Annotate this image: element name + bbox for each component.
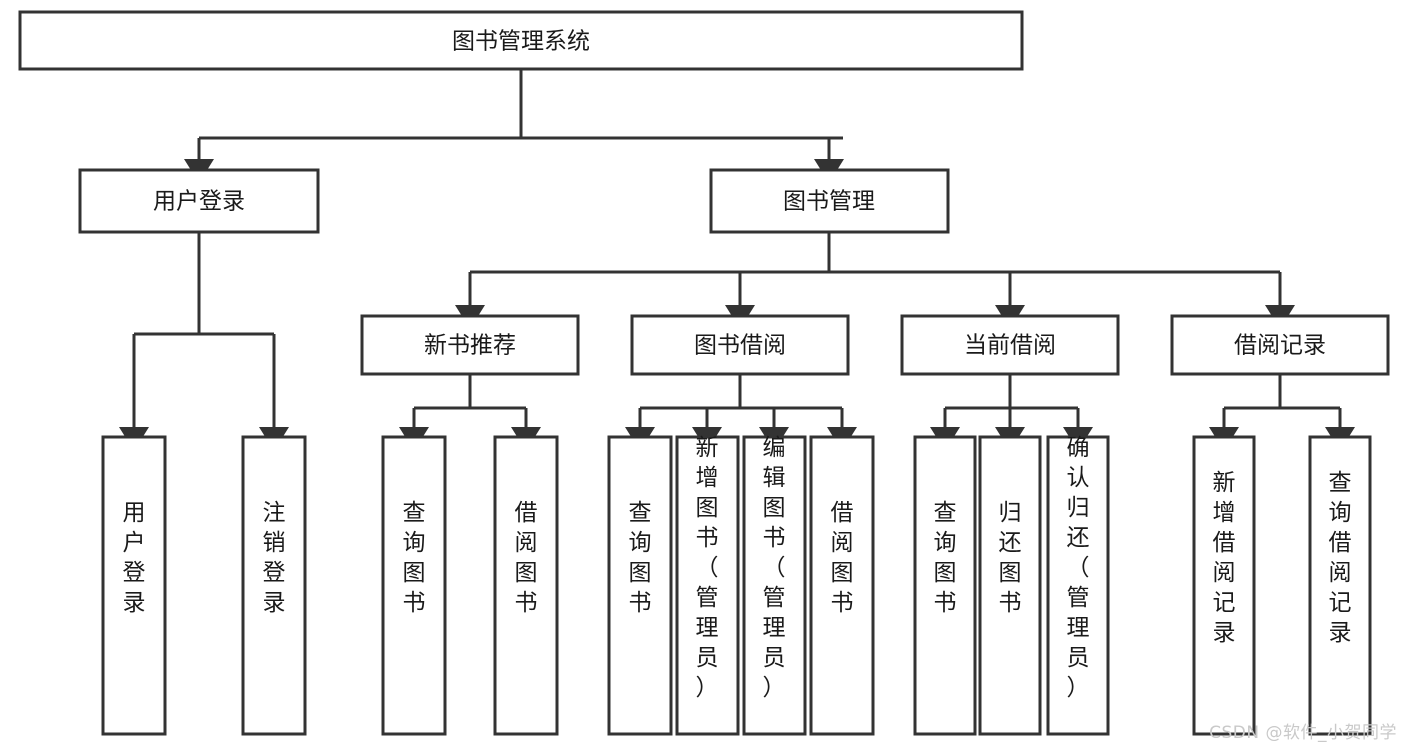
leaf-query-book-new-box <box>381 435 447 736</box>
leaf-query-record-label: 查询借阅记录 <box>1329 470 1352 646</box>
edges-current-borrow-to-leaves <box>930 374 1093 451</box>
leaf-user-login-box <box>101 435 167 736</box>
leaf-edit-book-label: 编辑图书（管理员） <box>763 435 786 701</box>
leaf-return-book-box <box>978 435 1042 736</box>
node-root-label: 图书管理系统 <box>452 29 590 55</box>
leaf-query-book-borrow-label: 查询图书 <box>629 500 652 616</box>
leaf-borrow-book-borrow-box <box>809 435 875 736</box>
node-book-borrow-label: 图书借阅 <box>694 333 786 359</box>
leaf-confirm-return-label: 确认归还（管理员） <box>1067 435 1090 701</box>
node-book-borrow[interactable]: 图书借阅 <box>630 314 850 376</box>
node-book-manage-label: 图书管理 <box>783 189 875 215</box>
leaf-confirm-return[interactable]: 确认归还（管理员） <box>1046 435 1110 736</box>
leaf-query-record[interactable]: 查询借阅记录 <box>1308 435 1372 736</box>
node-new-book-recommend-box <box>360 314 580 376</box>
leaf-return-book-label: 归还图书 <box>999 500 1022 616</box>
leaf-logout-label: 注销登录 <box>263 500 286 616</box>
leaf-query-record-box <box>1308 435 1372 736</box>
leaf-logout[interactable]: 注销登录 <box>241 435 307 736</box>
node-root-box <box>18 10 1024 71</box>
leaf-user-login-label: 用户登录 <box>123 500 146 616</box>
edges-borrow-record-to-leaves <box>1209 374 1355 451</box>
leaf-borrow-book-new-box <box>493 435 559 736</box>
node-user-login-label: 用户登录 <box>153 189 245 215</box>
leaf-edit-book-box <box>742 435 807 736</box>
leaf-query-book-borrow[interactable]: 查询图书 <box>607 435 673 736</box>
node-user-login-box <box>78 168 320 234</box>
leaf-add-record-label: 新增借阅记录 <box>1213 470 1236 646</box>
edges-user-login-to-leaves <box>119 232 289 451</box>
leaf-query-book-current-label: 查询图书 <box>934 500 957 616</box>
edges-root-to-level1 <box>184 69 844 183</box>
leaf-logout-box <box>241 435 307 736</box>
node-borrow-record-box <box>1170 314 1390 376</box>
csdn-watermark: CSDN @软件_小贺同学 <box>1209 723 1397 743</box>
leaf-borrow-book-borrow-label: 借阅图书 <box>831 500 854 616</box>
node-user-login[interactable]: 用户登录 <box>78 168 320 234</box>
node-new-book-recommend[interactable]: 新书推荐 <box>360 314 580 376</box>
leaf-add-record[interactable]: 新增借阅记录 <box>1192 435 1256 736</box>
leaf-add-book[interactable]: 新增图书（管理员） <box>675 435 740 736</box>
node-book-manage-box <box>709 168 950 234</box>
node-book-manage[interactable]: 图书管理 <box>709 168 950 234</box>
node-borrow-record[interactable]: 借阅记录 <box>1170 314 1390 376</box>
leaf-borrow-book-new-label: 借阅图书 <box>515 500 538 616</box>
leaf-query-book-new[interactable]: 查询图书 <box>381 435 447 736</box>
leaf-borrow-book-borrow[interactable]: 借阅图书 <box>809 435 875 736</box>
leaf-borrow-book-new[interactable]: 借阅图书 <box>493 435 559 736</box>
leaf-add-book-label: 新增图书（管理员） <box>696 435 719 701</box>
leaf-query-book-borrow-box <box>607 435 673 736</box>
node-borrow-record-label: 借阅记录 <box>1234 333 1326 359</box>
edges-new-book-to-leaves <box>399 374 541 451</box>
node-current-borrow[interactable]: 当前借阅 <box>900 314 1120 376</box>
leaf-return-book[interactable]: 归还图书 <box>978 435 1042 736</box>
leaf-add-record-box <box>1192 435 1256 736</box>
node-book-borrow-box <box>630 314 850 376</box>
leaf-query-book-current[interactable]: 查询图书 <box>913 435 977 736</box>
node-new-book-recommend-label: 新书推荐 <box>424 333 516 359</box>
leaf-edit-book[interactable]: 编辑图书（管理员） <box>742 435 807 736</box>
leaf-query-book-current-box <box>913 435 977 736</box>
node-current-borrow-box <box>900 314 1120 376</box>
leaf-add-book-box <box>675 435 740 736</box>
edges-book-borrow-to-leaves <box>625 374 857 451</box>
node-current-borrow-label: 当前借阅 <box>964 333 1056 359</box>
edges-book-manage-to-level2 <box>455 232 1295 329</box>
node-root-system[interactable]: 图书管理系统 <box>18 10 1024 71</box>
leaf-confirm-return-box <box>1046 435 1110 736</box>
leaf-user-login[interactable]: 用户登录 <box>101 435 167 736</box>
leaf-query-book-new-label: 查询图书 <box>403 500 426 616</box>
